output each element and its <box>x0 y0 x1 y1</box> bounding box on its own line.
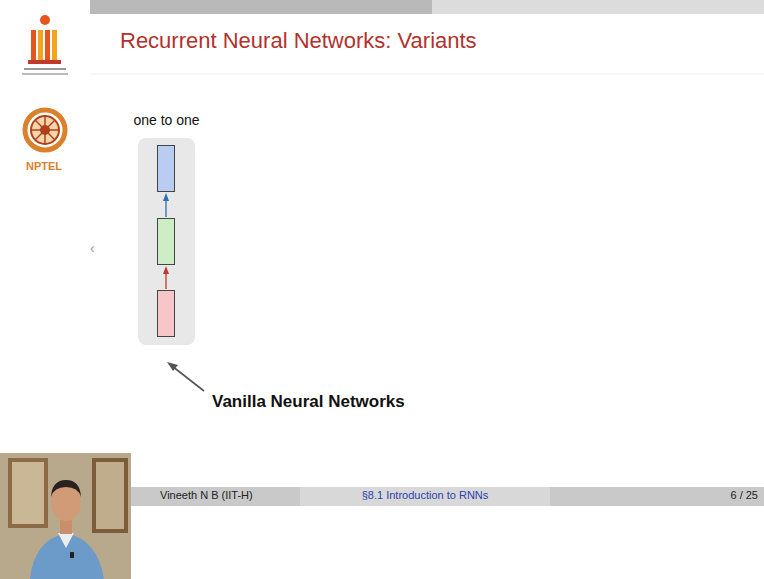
top-bar-progress <box>90 0 432 14</box>
sequence-panel: one to one <box>138 138 195 345</box>
footer-section: §8.1 Introduction to RNNs <box>362 489 489 501</box>
lecturer-video <box>0 453 131 579</box>
callout-label: Vanilla Neural Networks <box>212 392 405 412</box>
footer-band <box>131 487 764 506</box>
footer-band-middle <box>300 487 550 506</box>
footer-author: Vineeth N B (IIT-H) <box>160 489 253 501</box>
logo-text: NPTEL <box>26 160 62 172</box>
leader-arrow <box>167 362 204 391</box>
top-bar <box>90 0 764 14</box>
nav-arrow: ‹ <box>90 240 95 256</box>
nptel-logo <box>25 110 65 150</box>
slide-title: Recurrent Neural Networks: Variants <box>120 28 477 54</box>
panel-heading: one to one <box>133 112 199 128</box>
iith-logo <box>22 15 68 75</box>
page-number: 6 / 25 <box>730 489 758 501</box>
rnn-cell-stack <box>138 138 195 345</box>
title-rule <box>90 74 764 75</box>
